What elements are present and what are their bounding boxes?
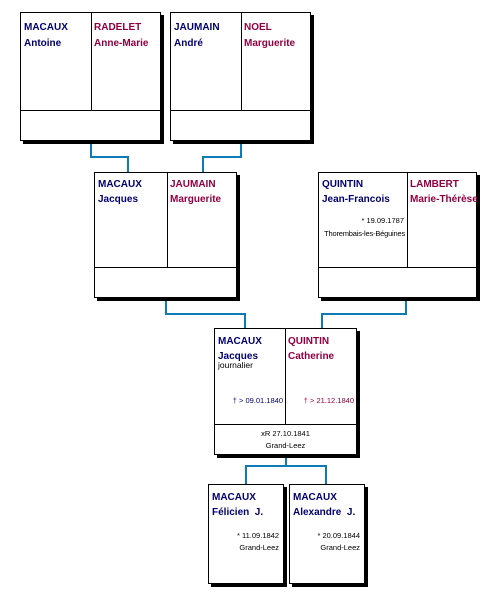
connector-children	[245, 455, 287, 484]
birth-date: * 11.09.1842	[237, 531, 279, 540]
couple-card-macaux-radelet: MACAUX Antoine RADELET Anne-Marie	[20, 12, 161, 141]
birth-place: Grand-Leez	[320, 543, 360, 552]
person-surname: MACAUX	[98, 179, 142, 190]
marriage-date: xR 27.10.1841	[261, 429, 310, 438]
person-surname: QUINTIN	[322, 179, 364, 190]
person-given-name: André	[174, 38, 203, 49]
person-given-name: Marguerite	[170, 194, 222, 205]
person-given-name: Anne-Marie	[94, 38, 149, 49]
person-surname: MACAUX	[293, 492, 337, 503]
couple-card-quintin-lambert: QUINTIN Jean-Francois * 19.09.1787 Thore…	[318, 172, 478, 298]
person-surname: NOEL	[244, 22, 272, 33]
card-divider	[171, 110, 310, 111]
card-divider	[21, 110, 160, 111]
person-given-name: Antoine	[24, 38, 62, 49]
marriage-place: Grand-Leez	[265, 441, 306, 450]
card-divider	[91, 13, 92, 110]
person-surname: LAMBERT	[410, 179, 459, 190]
person-surname: MACAUX	[218, 336, 262, 347]
connector-macaux-parents	[90, 141, 129, 172]
person-surname: MACAUX	[212, 492, 256, 503]
person-given-name: Alexandre J.	[293, 507, 356, 518]
death-date: † > 21.12.1840	[303, 396, 354, 405]
person-card-alexandre: MACAUX Alexandre J. * 20.09.1844 Grand-L…	[289, 484, 365, 584]
person-given-name: Marie-Thérèse	[410, 194, 478, 205]
card-divider	[285, 329, 286, 424]
connector-jacques-parent	[165, 298, 246, 328]
birth-date: * 20.09.1844	[317, 531, 360, 540]
card-divider	[407, 173, 408, 267]
person-card-felicien: MACAUX Félicien J. * 11.09.1842 Grand-Le…	[208, 484, 284, 584]
person-given-name: Jean-Francois	[322, 194, 390, 205]
death-date: † > 09.01.1840	[232, 396, 283, 405]
couple-card-jacques-catherine: MACAUX Jacques journalier † > 09.01.1840…	[214, 328, 357, 455]
card-divider	[215, 424, 356, 425]
person-given-name: Félicien J.	[212, 507, 264, 518]
person-surname: RADELET	[94, 22, 142, 33]
person-surname: JAUMAIN	[170, 179, 216, 190]
person-given-name: Jacques	[218, 351, 259, 362]
birth-date: * 19.09.1787	[361, 216, 404, 225]
person-given-name: Marguerite	[244, 38, 296, 49]
person-surname: QUINTIN	[288, 336, 330, 347]
card-divider	[95, 267, 236, 268]
connector-jaumain-parents	[202, 141, 242, 172]
person-given-name: Jacques	[98, 194, 139, 205]
card-divider	[167, 173, 168, 267]
person-surname: JAUMAIN	[174, 22, 220, 33]
person-given-name: Catherine	[288, 351, 335, 362]
person-surname: MACAUX	[24, 22, 68, 33]
occupation: journalier	[218, 360, 253, 370]
couple-card-macaux-jaumain: MACAUX Jacques JAUMAIN Marguerite	[94, 172, 237, 298]
connector-children-right	[286, 465, 327, 484]
couple-card-jaumain-noel: JAUMAIN André NOEL Marguerite	[170, 12, 311, 141]
birth-place: Grand-Leez	[239, 543, 279, 552]
card-divider	[241, 13, 242, 110]
birth-place: Thorembais-les-Béguines	[324, 229, 405, 238]
connector-quintin-parents	[321, 298, 407, 328]
card-divider	[319, 267, 476, 268]
